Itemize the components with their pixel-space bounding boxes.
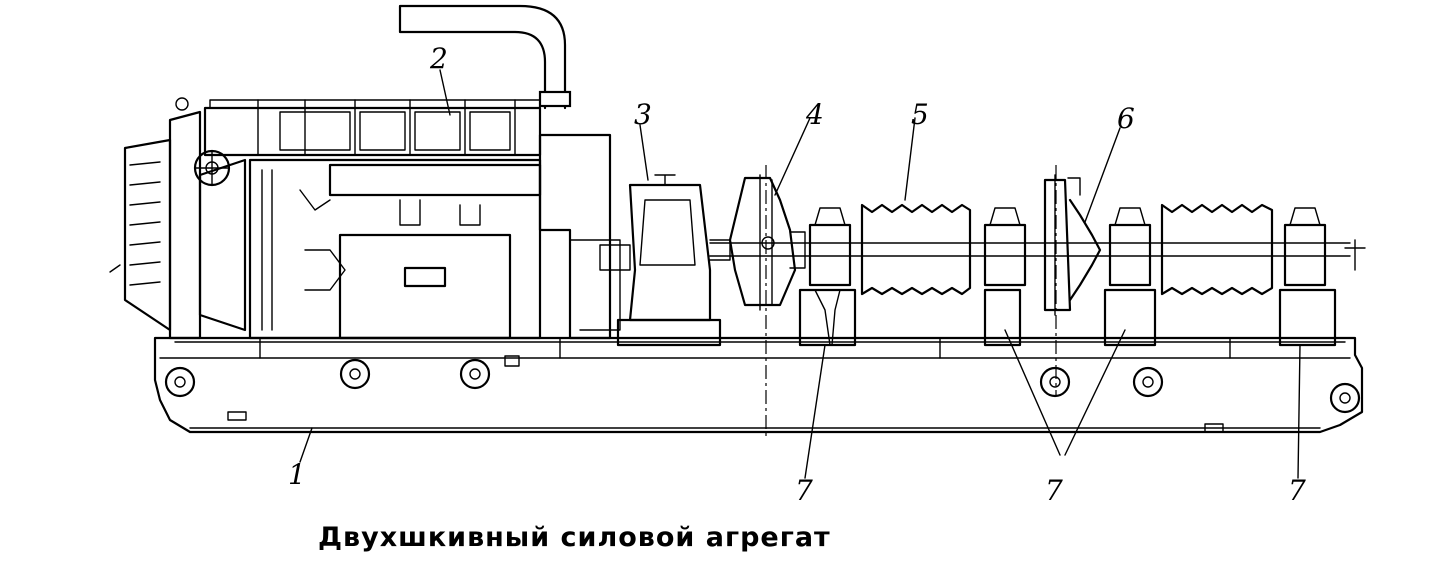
gearbox bbox=[599, 174, 731, 347]
engine bbox=[109, 4, 621, 340]
bearing-supports bbox=[798, 207, 1366, 347]
pulley-right bbox=[1160, 203, 1274, 296]
label-pulley-left: 5 bbox=[911, 98, 929, 131]
pulley-left bbox=[860, 203, 972, 296]
label-clutch-left: 4 bbox=[805, 98, 824, 131]
label-supports-left: 7 bbox=[795, 474, 813, 507]
frame bbox=[153, 336, 1364, 434]
figure-caption: Двухшкивный силовой агрегат bbox=[318, 522, 831, 553]
label-frame: 1 bbox=[288, 458, 306, 491]
label-clutch-right: 6 bbox=[1117, 102, 1135, 135]
label-supports-middle: 7 bbox=[1045, 474, 1063, 507]
clutch-right bbox=[1043, 174, 1102, 316]
label-gearbox: 3 bbox=[634, 98, 652, 131]
label-engine: 2 bbox=[429, 42, 448, 75]
leader-lines bbox=[299, 69, 1301, 479]
label-supports-right: 7 bbox=[1288, 474, 1306, 507]
drive-shaft bbox=[709, 242, 1351, 257]
